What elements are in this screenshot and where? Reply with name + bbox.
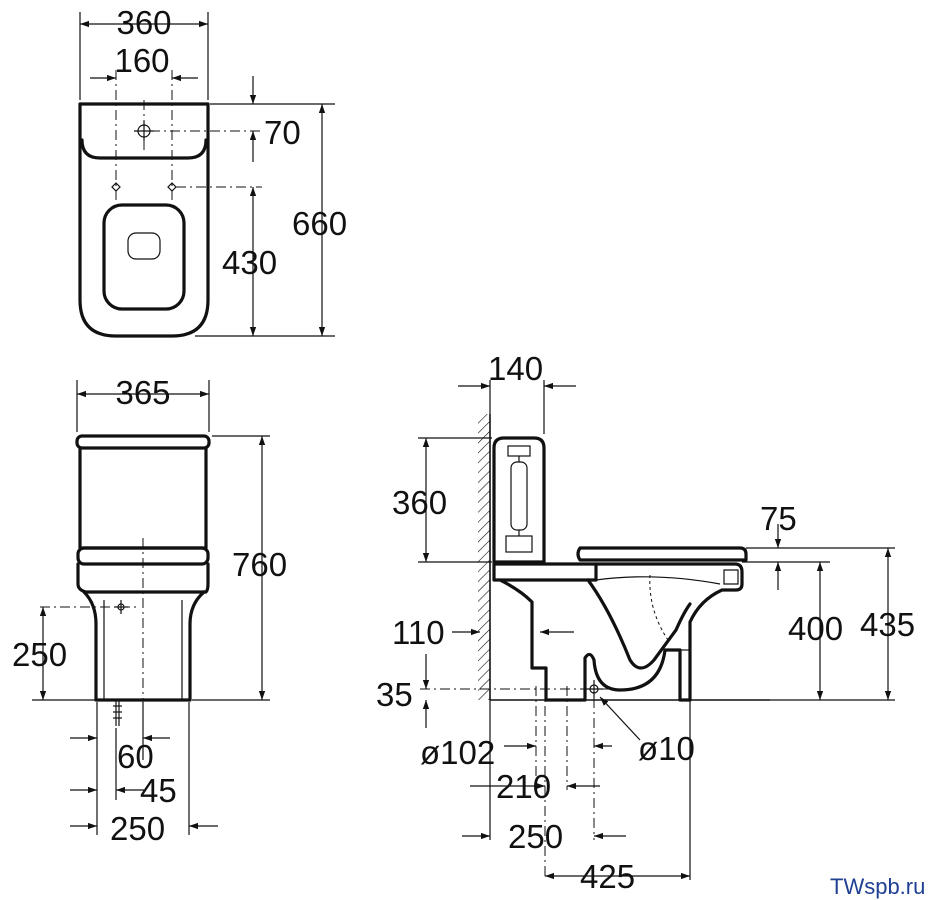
- front-view: 365 760 250 60 45 250: [12, 374, 287, 847]
- seat-opening: [102, 203, 186, 311]
- dim-side-425: 425: [580, 858, 635, 895]
- dim-top-holes: 160: [114, 42, 169, 79]
- seat-hinge-holes: [111, 182, 177, 192]
- tank-lid: [75, 434, 211, 450]
- dim-side-wall-offset: 110: [392, 614, 445, 651]
- dim-front-inlet-offset: 60: [117, 738, 154, 775]
- pedestal: [82, 590, 206, 702]
- cistern: [492, 436, 546, 564]
- flush-mechanism: [505, 445, 533, 553]
- water-inlet-symbol: [114, 600, 128, 614]
- floor-fixing-bolt: [113, 700, 122, 726]
- dim-side-seat-height: 435: [860, 606, 915, 643]
- dim-side-250: 250: [508, 818, 563, 855]
- bowl-front: [76, 562, 210, 594]
- dim-side-floor-offset: 35: [376, 676, 413, 713]
- dim-side-outlet-diameter: ø102: [420, 734, 495, 771]
- wall-hatch: [478, 414, 490, 700]
- dim-front-width: 365: [115, 374, 170, 411]
- top-view: 360 160 70 430 660: [78, 4, 347, 338]
- trapway-inner: [586, 578, 692, 670]
- tank-body: [78, 446, 208, 550]
- bowl-outlet: [127, 232, 161, 260]
- dim-side-210: 210: [496, 768, 551, 805]
- trapway-water: [649, 574, 669, 641]
- watermark: TWspb.ru: [830, 874, 925, 899]
- side-view: 140 360 75 110 35 400 435 ø102 ø10 210 2…: [376, 350, 915, 895]
- dim-top-holes-to-front: 430: [222, 244, 277, 281]
- dim-top-width: 360: [116, 4, 171, 41]
- dim-side-tank-depth: 140: [488, 350, 543, 387]
- dim-front-base-width: 250: [110, 810, 165, 847]
- bowl-side-profile: [498, 562, 744, 702]
- dim-front-height: 760: [232, 546, 287, 583]
- dim-side-rim-height: 400: [788, 610, 843, 647]
- dim-side-fixing-diameter: ø10: [638, 730, 695, 767]
- tank-front-edge: [80, 138, 208, 160]
- dim-top-depth: 660: [292, 205, 347, 242]
- dim-front-inlet-height: 250: [12, 636, 67, 673]
- top-view-outline: [78, 102, 210, 338]
- dim-side-tank-height: 360: [392, 484, 447, 521]
- tank-seat-base: [492, 562, 598, 582]
- dim-side-seat-to-rim: 75: [760, 500, 797, 537]
- seat-lid: [576, 546, 748, 562]
- dim-top-tank-offset: 70: [264, 114, 301, 151]
- dim-front-fixing-offset: 45: [140, 772, 177, 809]
